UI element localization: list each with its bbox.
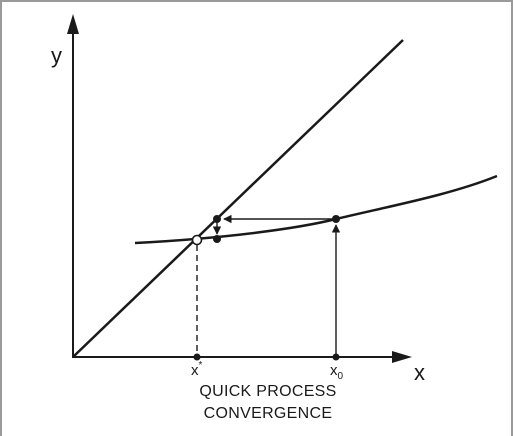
- curve-point-second: [213, 235, 221, 243]
- function-curve: [134, 174, 498, 245]
- y-axis-arrowhead: [67, 14, 79, 34]
- curve-point-x0: [332, 215, 340, 223]
- x-star-label: x*: [191, 360, 203, 379]
- x-axis-label: x: [414, 360, 425, 385]
- x0-axis-point: [332, 353, 340, 361]
- diagonal-point: [213, 215, 221, 223]
- caption-line-2: CONVERGENCE: [204, 405, 333, 422]
- identity-line: [72, 39, 404, 358]
- x-star-axis-point: [193, 353, 201, 361]
- x0-label: x0: [330, 362, 344, 382]
- fixed-point: [191, 234, 203, 246]
- y-axis-label: y: [51, 43, 62, 68]
- x-axis-arrowhead: [392, 351, 412, 363]
- caption-line-1: QUICK PROCESS: [199, 383, 336, 400]
